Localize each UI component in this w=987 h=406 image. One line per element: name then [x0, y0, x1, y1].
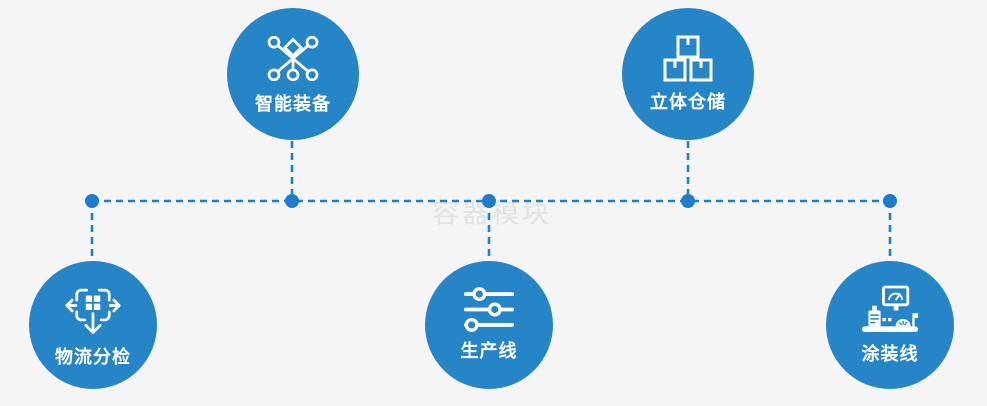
- watermark-text: 容器模块: [432, 198, 552, 230]
- node-label: 智能装备: [255, 94, 331, 116]
- node-logistics-sorting: 物流分检: [29, 261, 157, 389]
- stacked-boxes-icon: [662, 35, 714, 83]
- node-label: 涂装线: [861, 344, 919, 366]
- node-label: 立体仓储: [650, 91, 726, 113]
- node-label: 物流分检: [55, 346, 131, 368]
- node-smart-equipment: 智能装备: [227, 8, 359, 140]
- node-label: 生产线: [460, 341, 518, 363]
- node-painting-line: 涂装线: [826, 261, 954, 389]
- node-stereo-warehouse: 立体仓储: [622, 8, 754, 140]
- sliders-icon: [462, 287, 516, 333]
- network-nodes-icon: [264, 32, 322, 85]
- sorting-box-arrows-icon: [64, 282, 122, 338]
- node-production-line: 生产线: [425, 261, 553, 389]
- control-console-icon: [860, 284, 920, 335]
